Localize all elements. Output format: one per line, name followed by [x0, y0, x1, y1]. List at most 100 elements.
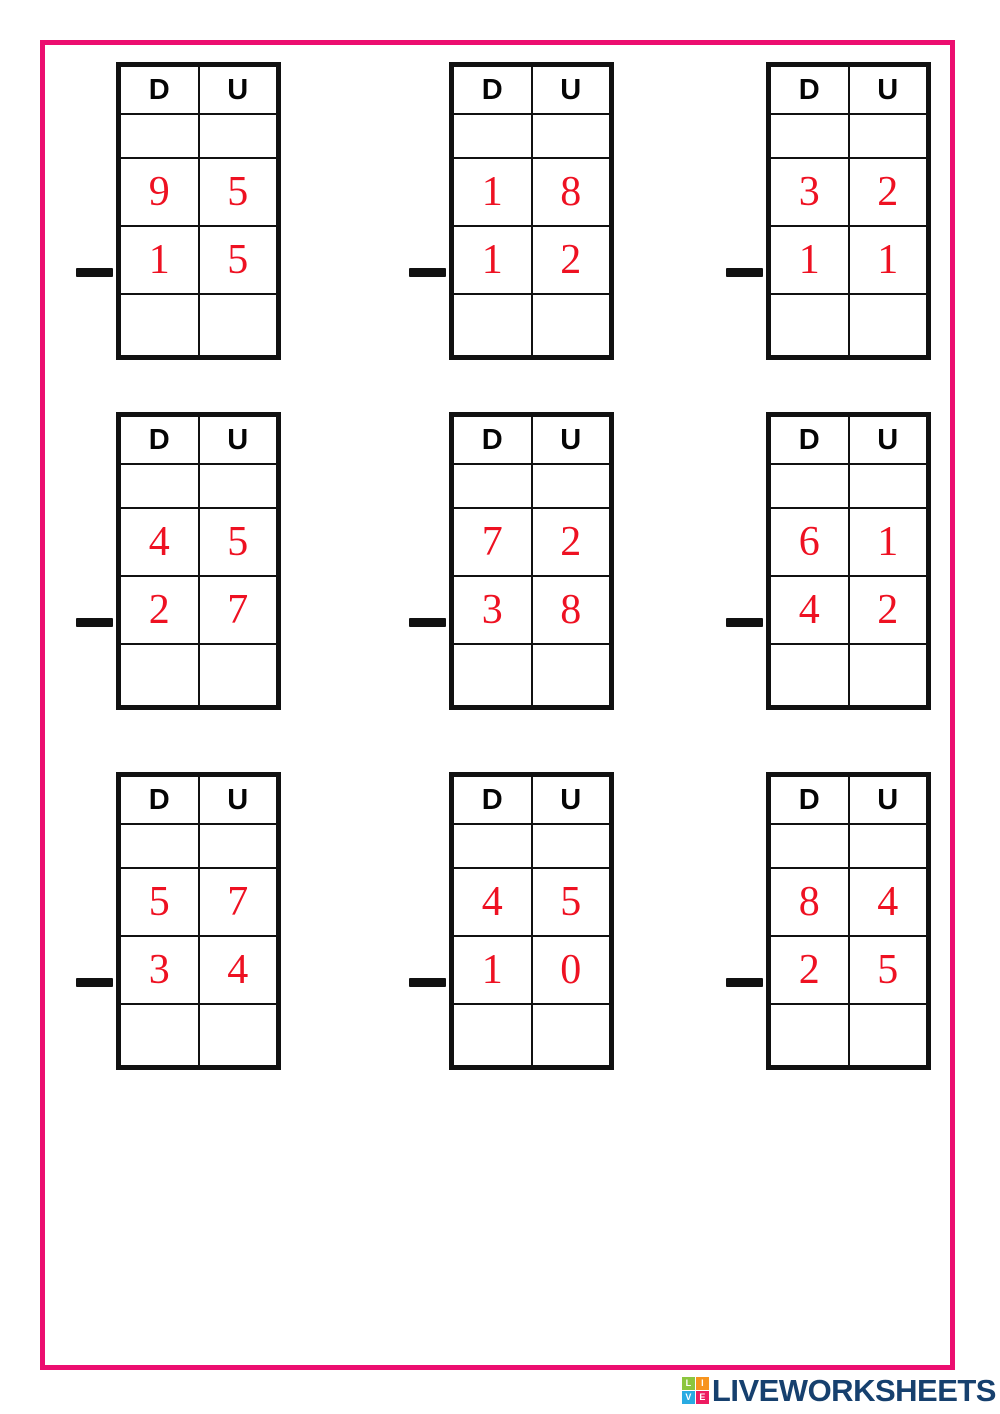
- answer-cell-units[interactable]: [847, 643, 930, 709]
- table-header-row: D U: [767, 63, 930, 115]
- subtrahend-row: 1 1: [767, 225, 930, 295]
- answer-cell-units[interactable]: [197, 1003, 280, 1069]
- problem-row-2: D U 4 5 2 7: [40, 412, 955, 712]
- subtrahend-units: 8: [530, 575, 613, 645]
- live-tiles-icon: L I V E: [681, 1376, 709, 1404]
- answer-cell-units[interactable]: [530, 643, 613, 709]
- answer-cell-tens[interactable]: [117, 1003, 200, 1069]
- answer-row: [450, 1003, 613, 1069]
- subtrahend-tens: 3: [117, 935, 200, 1005]
- minus-sign-icon: [726, 268, 763, 277]
- subtrahend-units: 2: [530, 225, 613, 295]
- header-tens: D: [767, 773, 850, 825]
- minuend-tens: 5: [117, 867, 200, 937]
- answer-cell-tens[interactable]: [767, 1003, 850, 1069]
- problem-9: D U 8 4 2 5: [710, 772, 950, 1072]
- table-header-row: D U: [450, 413, 613, 465]
- carry-cell-units[interactable]: [847, 113, 930, 159]
- answer-cell-tens[interactable]: [450, 1003, 533, 1069]
- minus-sign-icon: [409, 978, 446, 987]
- minuend-units: 5: [530, 867, 613, 937]
- answer-cell-units[interactable]: [197, 643, 280, 709]
- subtrahend-row: 1 0: [450, 935, 613, 1005]
- place-value-table-7: D U 5 7 3 4: [116, 772, 281, 1070]
- answer-cell-tens[interactable]: [767, 643, 850, 709]
- place-value-table-5: D U 7 2 3 8: [449, 412, 614, 710]
- carry-cell-tens[interactable]: [767, 113, 850, 159]
- problem-8: D U 4 5 1 0: [393, 772, 633, 1072]
- table-header-row: D U: [767, 773, 930, 825]
- carry-row: [117, 113, 280, 159]
- carry-cell-tens[interactable]: [117, 463, 200, 509]
- carry-cell-units[interactable]: [530, 823, 613, 869]
- subtrahend-tens: 2: [117, 575, 200, 645]
- answer-cell-tens[interactable]: [117, 643, 200, 709]
- minuend-row: 3 2: [767, 157, 930, 227]
- carry-cell-units[interactable]: [530, 113, 613, 159]
- carry-cell-units[interactable]: [197, 463, 280, 509]
- logo-wordmark: LIVEWORKSHEETS: [711, 1372, 997, 1408]
- carry-cell-tens[interactable]: [117, 113, 200, 159]
- carry-row: [767, 463, 930, 509]
- answer-row: [117, 1003, 280, 1069]
- answer-cell-tens[interactable]: [767, 293, 850, 359]
- minuend-units: 1: [847, 507, 930, 577]
- subtrahend-row: 2 5: [767, 935, 930, 1005]
- header-units: U: [847, 413, 930, 465]
- minus-sign-icon: [409, 268, 446, 277]
- minuend-tens: 7: [450, 507, 533, 577]
- subtrahend-units: 2: [847, 575, 930, 645]
- minuend-units: 5: [197, 157, 280, 227]
- answer-cell-tens[interactable]: [117, 293, 200, 359]
- minuend-row: 4 5: [117, 507, 280, 577]
- table-header-row: D U: [117, 773, 280, 825]
- minus-sign-icon: [76, 978, 113, 987]
- carry-cell-units[interactable]: [197, 113, 280, 159]
- subtrahend-units: 7: [197, 575, 280, 645]
- subtrahend-row: 3 8: [450, 575, 613, 645]
- carry-cell-tens[interactable]: [450, 463, 533, 509]
- header-units: U: [197, 773, 280, 825]
- answer-cell-units[interactable]: [847, 1003, 930, 1069]
- carry-row: [450, 463, 613, 509]
- answer-cell-units[interactable]: [530, 293, 613, 359]
- subtrahend-tens: 3: [450, 575, 533, 645]
- subtrahend-units: 4: [197, 935, 280, 1005]
- subtrahend-units: 1: [847, 225, 930, 295]
- answer-row: [767, 293, 930, 359]
- problem-row-1: D U 9 5 1 5: [40, 62, 955, 362]
- carry-cell-tens[interactable]: [450, 113, 533, 159]
- table-header-row: D U: [450, 773, 613, 825]
- answer-row: [117, 643, 280, 709]
- minuend-tens: 4: [450, 867, 533, 937]
- carry-cell-units[interactable]: [847, 823, 930, 869]
- minus-sign-icon: [726, 978, 763, 987]
- carry-cell-units[interactable]: [847, 463, 930, 509]
- answer-cell-units[interactable]: [530, 1003, 613, 1069]
- carry-cell-tens[interactable]: [767, 463, 850, 509]
- subtrahend-units: 0: [530, 935, 613, 1005]
- carry-cell-units[interactable]: [197, 823, 280, 869]
- subtrahend-tens: 4: [767, 575, 850, 645]
- answer-row: [767, 1003, 930, 1069]
- minuend-tens: 1: [450, 157, 533, 227]
- answer-cell-tens[interactable]: [450, 293, 533, 359]
- minuend-tens: 9: [117, 157, 200, 227]
- carry-row: [450, 113, 613, 159]
- place-value-table-1: D U 9 5 1 5: [116, 62, 281, 360]
- table-header-row: D U: [117, 413, 280, 465]
- answer-cell-units[interactable]: [847, 293, 930, 359]
- carry-cell-tens[interactable]: [450, 823, 533, 869]
- problem-1: D U 9 5 1 5: [60, 62, 300, 362]
- answer-cell-units[interactable]: [197, 293, 280, 359]
- header-tens: D: [450, 413, 533, 465]
- table-header-row: D U: [450, 63, 613, 115]
- liveworksheets-logo[interactable]: L I V E LIVEWORKSHEETS: [681, 1372, 997, 1408]
- minuend-tens: 4: [117, 507, 200, 577]
- answer-cell-tens[interactable]: [450, 643, 533, 709]
- header-tens: D: [767, 63, 850, 115]
- carry-cell-tens[interactable]: [767, 823, 850, 869]
- carry-cell-units[interactable]: [530, 463, 613, 509]
- carry-cell-tens[interactable]: [117, 823, 200, 869]
